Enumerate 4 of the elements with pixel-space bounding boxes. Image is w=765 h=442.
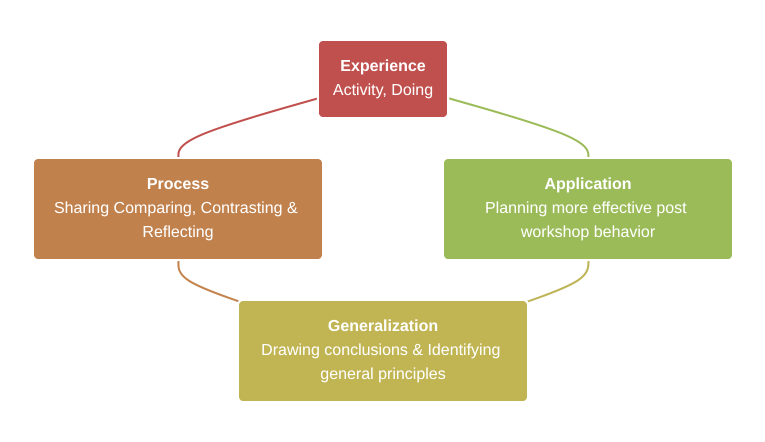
connector	[176, 260, 240, 303]
connector	[176, 97, 318, 159]
connector	[526, 260, 589, 303]
connector	[448, 97, 589, 159]
